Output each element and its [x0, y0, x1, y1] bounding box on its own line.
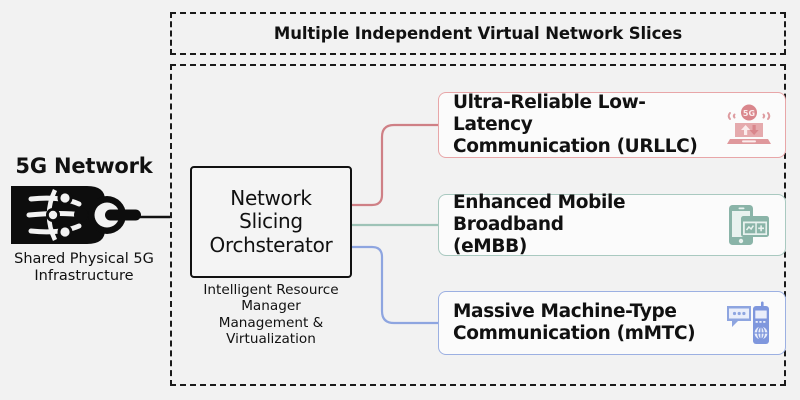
source-title: 5G Network — [15, 154, 153, 178]
slice-card-embb[interactable]: Enhanced Mobile Broadband (eMBB) — [438, 191, 786, 258]
slice-label-mmtc: Massive Machine-Type Communication (mMTC… — [453, 300, 696, 344]
slices-header-title: Multiple Independent Virtual Network Sli… — [273, 24, 683, 43]
source-group: 5G Network — [0, 155, 168, 285]
slices-header-container: Multiple Independent Virtual Network Sli… — [170, 12, 786, 55]
source-caption: Shared Physical 5G Infrastructure — [14, 251, 154, 285]
orchestrator-group: Network Slicing Orchsterator Intelligent… — [190, 166, 352, 347]
laptop-5g-transfer-icon: 5G — [723, 99, 775, 151]
slice-label-embb: Enhanced Mobile Broadband (eMBB) — [453, 191, 626, 258]
slice-card-mmtc[interactable]: Massive Machine-Type Communication (mMTC… — [438, 291, 786, 355]
fiber-network-globe-icon — [0, 182, 168, 248]
chat-bubble-feature-phone-icon — [723, 297, 775, 349]
svg-text:5G: 5G — [743, 109, 755, 118]
orchestrator-box[interactable]: Network Slicing Orchsterator — [190, 166, 352, 278]
orchestrator-label: Network Slicing Orchsterator — [209, 185, 333, 257]
slice-card-urllc[interactable]: Ultra-Reliable Low-Latency Communication… — [438, 92, 786, 158]
orchestrator-caption: Intelligent Resource Manager Management … — [203, 282, 339, 347]
slice-label-urllc: Ultra-Reliable Low-Latency Communication… — [453, 91, 698, 158]
smartphone-browser-icon — [723, 199, 775, 251]
